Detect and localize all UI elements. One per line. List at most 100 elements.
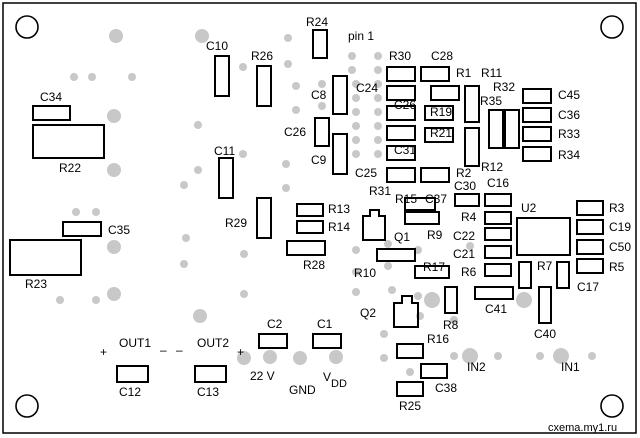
label-R2: R2	[456, 166, 472, 180]
label-C24: C24	[356, 81, 378, 95]
label-R33: R33	[558, 127, 580, 141]
label-R24: R24	[306, 15, 328, 29]
label-plus1: +	[100, 345, 107, 359]
label-R30: R30	[389, 49, 411, 63]
label-R28: R28	[303, 258, 325, 272]
large-pads	[107, 29, 569, 365]
C12-body	[116, 365, 149, 383]
label-C2: C2	[267, 317, 283, 331]
R8-body	[444, 286, 458, 314]
R31-body	[386, 145, 416, 161]
label-minus1: –	[160, 343, 167, 357]
label-R31: R31	[369, 184, 391, 198]
C11-body	[218, 157, 234, 199]
mounting-hole-bottom-right	[600, 394, 624, 418]
label-R8: R8	[443, 318, 459, 332]
label-C17: C17	[577, 280, 599, 294]
C2-body	[258, 333, 288, 349]
mounting-holes	[15, 15, 624, 418]
label-C30: C30	[454, 179, 476, 193]
R2-body	[420, 167, 450, 183]
C8-body	[332, 75, 348, 115]
label-R14: R14	[328, 220, 350, 234]
R21-body	[424, 127, 454, 143]
Q2-outline	[393, 295, 419, 328]
C24-body	[386, 85, 416, 101]
label-C50: C50	[609, 240, 631, 254]
label-R35: R35	[480, 94, 502, 108]
label-C10: C10	[206, 39, 228, 53]
R19-body	[424, 105, 454, 121]
C36-body	[522, 107, 552, 123]
C38-body	[420, 363, 448, 379]
label-C38: C38	[435, 381, 457, 395]
label-C16: C16	[487, 176, 509, 190]
C19-body	[576, 219, 604, 235]
label-R17: R17	[423, 260, 445, 274]
R24-body	[312, 29, 328, 59]
R7-body	[518, 261, 532, 289]
label-R34: R34	[558, 148, 580, 162]
label-C34: C34	[40, 90, 62, 104]
R17-body	[414, 265, 450, 279]
label-C11: C11	[214, 144, 235, 158]
C16-body	[484, 193, 512, 207]
label-C25: C25	[355, 166, 377, 180]
label-GND: GND	[289, 383, 316, 397]
label-R25: R25	[399, 399, 421, 413]
R6-body	[484, 263, 512, 277]
C1-body	[312, 333, 342, 349]
board-outline	[2, 2, 637, 434]
C45-body	[522, 88, 552, 104]
label-R12: R12	[481, 160, 503, 174]
R26-body	[256, 65, 272, 107]
label-C26b: C26	[394, 98, 416, 112]
C26b-body	[386, 105, 416, 121]
R32-body	[488, 109, 504, 149]
label-U2: U2	[521, 201, 537, 215]
transistors	[362, 209, 419, 328]
R3-body	[576, 200, 604, 216]
R5-body	[576, 258, 604, 274]
label-R10: R10	[354, 266, 376, 280]
C22-body	[484, 227, 512, 241]
R11-body	[504, 109, 520, 149]
label-R7: R7	[537, 259, 553, 273]
components	[9, 29, 604, 397]
R34-body	[522, 146, 552, 162]
label-R21: R21	[430, 126, 452, 140]
label-pin1: pin 1	[348, 29, 374, 43]
C50-body	[576, 239, 604, 255]
label-C8: C8	[311, 88, 327, 102]
mounting-hole-top-left	[15, 15, 39, 39]
label-VDD: VDD	[323, 370, 347, 390]
R30-body	[386, 66, 416, 82]
label-R16: R16	[427, 332, 449, 346]
label-C12: C12	[119, 385, 141, 399]
R29-body	[256, 197, 272, 239]
label-C40: C40	[534, 327, 556, 341]
label-R9: R9	[427, 228, 443, 242]
label-C26a: C26	[284, 125, 306, 139]
label-plus2: +	[237, 345, 244, 359]
R1-body	[430, 85, 460, 101]
small-vias	[56, 34, 596, 376]
label-Q2: Q2	[360, 306, 376, 320]
label-R5: R5	[609, 260, 625, 274]
C41-body	[474, 286, 514, 300]
R13-body	[296, 203, 324, 217]
label-R6: R6	[461, 265, 477, 279]
label-R15: R15	[395, 192, 417, 206]
label-C19: C19	[609, 220, 631, 234]
label-C22: C22	[453, 229, 475, 243]
label-R29: R29	[225, 216, 247, 230]
R14-body	[296, 220, 324, 234]
label-R1: R1	[456, 66, 472, 80]
C17-body	[556, 261, 570, 289]
C34-body	[32, 105, 71, 121]
component-labels: R24 pin 1 C10 R26 R30 C28 R1 R11 C24 R32…	[25, 15, 631, 413]
label-R26: R26	[251, 49, 273, 63]
R33-body	[522, 126, 552, 142]
label-C45: C45	[558, 88, 580, 102]
label-C35: C35	[108, 223, 130, 237]
